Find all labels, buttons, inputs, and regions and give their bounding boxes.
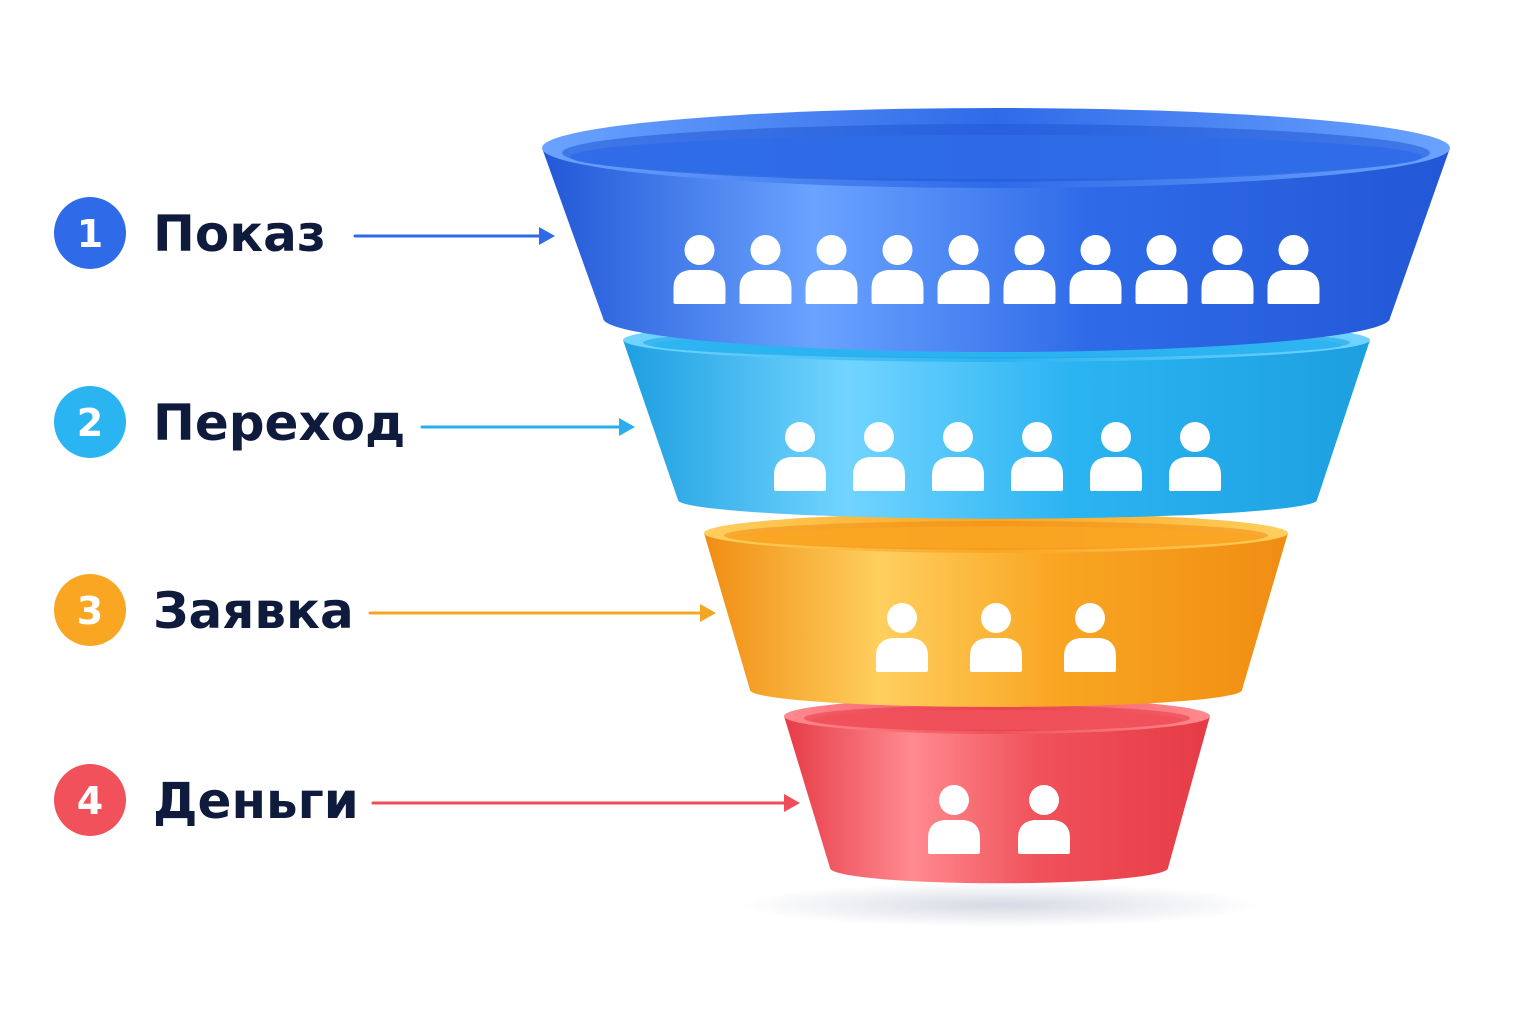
person-icon: [1011, 422, 1063, 491]
arrow-right-icon: [353, 227, 555, 245]
stage-title: Показ: [153, 205, 326, 263]
arrow-right-icon: [420, 418, 635, 436]
stage-number-badge: [54, 574, 126, 646]
person-icon: [932, 422, 984, 491]
stage-title: Заявка: [153, 582, 354, 640]
person-icon: [1064, 603, 1116, 672]
stage-label-1: 1 Показ: [54, 197, 326, 269]
arrow-right-icon: [371, 794, 800, 812]
person-icon: [1135, 235, 1188, 304]
person-icon: [970, 603, 1022, 672]
stage-label-4: 4 Деньги: [54, 764, 359, 836]
stage-label-3: 3 Заявка: [54, 574, 354, 646]
stage-number: 1: [77, 212, 103, 256]
tier-inner: [812, 710, 1182, 730]
funnel-tier-3: [704, 513, 1288, 707]
stage-label-2: 2 Переход: [54, 386, 405, 458]
stage-title: Деньги: [153, 772, 359, 830]
arrows-group: [353, 227, 800, 812]
arrow-right-icon: [368, 604, 716, 622]
person-icon: [805, 235, 858, 304]
stage-number-badge: [54, 764, 126, 836]
funnel-tier-1: [542, 108, 1450, 352]
person-icon: [739, 235, 792, 304]
person-icon: [1090, 422, 1142, 491]
person-icon: [673, 235, 726, 304]
person-icon: [1169, 422, 1221, 491]
person-icon: [1201, 235, 1254, 304]
person-icon: [928, 785, 980, 854]
funnel-tier-4: [784, 698, 1210, 884]
stage-number-badge: [54, 197, 126, 269]
person-icon: [1003, 235, 1056, 304]
funnel-shadow: [740, 883, 1260, 927]
funnel-tiers: [542, 108, 1450, 884]
person-icon: [1069, 235, 1122, 304]
tier-body: [784, 716, 1210, 884]
person-icon: [1018, 785, 1070, 854]
stage-title: Переход: [153, 394, 405, 452]
person-icon: [876, 603, 928, 672]
stage-number-badge: [54, 386, 126, 458]
stage-number: 3: [77, 589, 103, 633]
person-icon: [1267, 235, 1320, 304]
stage-number: 4: [77, 779, 103, 823]
tier-body: [623, 340, 1370, 519]
person-icon: [937, 235, 990, 304]
stage-number: 2: [77, 401, 103, 445]
person-icon: [871, 235, 924, 304]
person-icon: [774, 422, 826, 491]
person-icon: [853, 422, 905, 491]
tier-inner: [570, 134, 1422, 179]
tier-inner: [732, 526, 1260, 549]
